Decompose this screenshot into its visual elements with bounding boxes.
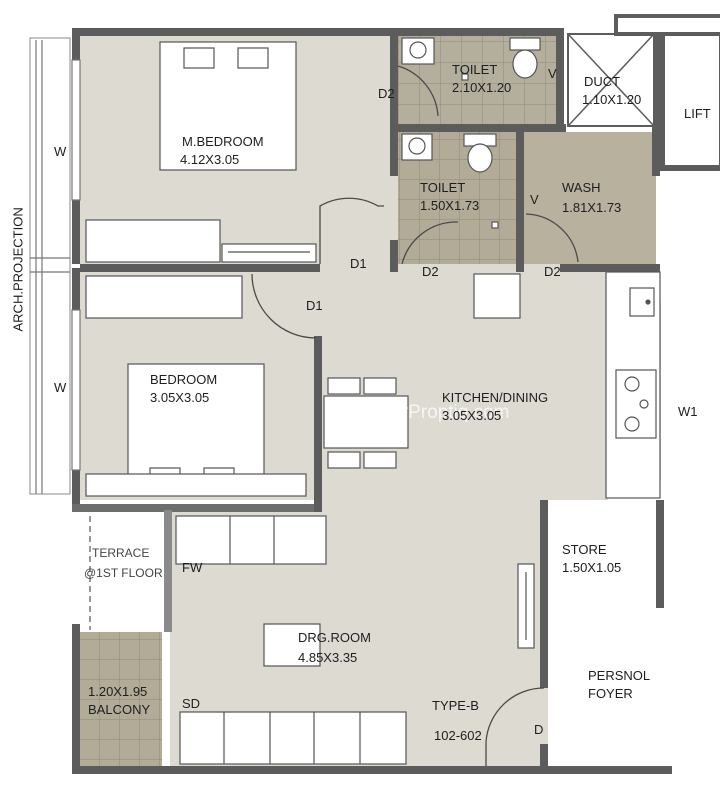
fridge xyxy=(473,273,521,319)
bed-name: BEDROOM xyxy=(150,372,218,387)
coffee-table xyxy=(263,623,321,667)
vent-label-t1: V xyxy=(548,66,557,81)
wash-size: 1.81X1.73 xyxy=(562,200,622,215)
toilet1-wc xyxy=(509,37,541,51)
window-label-mid: W xyxy=(54,380,67,395)
lift-name: LIFT xyxy=(684,106,711,121)
balcony-floor xyxy=(80,632,162,768)
mbed-dresser xyxy=(221,243,317,263)
lift-shaft xyxy=(614,14,720,171)
dining-table xyxy=(323,395,409,449)
drg-name: DRG.ROOM xyxy=(298,630,371,645)
unit-range-label: 102-602 xyxy=(434,728,482,743)
furniture xyxy=(85,37,661,765)
drg-size: 4.85X3.35 xyxy=(298,650,358,665)
door-label-d2-wash: D2 xyxy=(544,264,561,279)
bed-wardrobe xyxy=(85,275,243,319)
door-label-d2-t1: D2 xyxy=(378,86,395,101)
sofa-top xyxy=(175,515,327,565)
bed-size: 3.05X3.05 xyxy=(150,390,210,405)
kitchen-name: KITCHEN/DINING xyxy=(442,390,549,405)
door-label-d1-bed: D1 xyxy=(306,298,323,313)
door-d1-bed xyxy=(251,273,317,339)
vent-label-wash: V xyxy=(530,192,539,207)
fw-label: FW xyxy=(182,560,203,575)
foyer-line2: FOYER xyxy=(588,686,633,701)
kitchen-size: 3.05X3.05 xyxy=(442,408,502,423)
arch-projection-label: ARCH.PROJECTION xyxy=(10,207,26,332)
store-floor xyxy=(546,504,660,584)
door-label-d2-t2: D2 xyxy=(422,264,439,279)
mbed-wardrobe xyxy=(85,219,221,263)
wash-name: WASH xyxy=(562,180,601,195)
duct-size: 1.10X1.20 xyxy=(582,92,642,107)
store-size: 1.50X1.05 xyxy=(562,560,622,575)
store-name: STORE xyxy=(562,542,607,557)
terrace-line2: @1ST FLOOR xyxy=(84,566,163,580)
main-door xyxy=(485,687,545,766)
door-d2-toilet1 xyxy=(397,65,439,117)
mbed-bed xyxy=(159,41,297,171)
sd-label: SD xyxy=(182,696,201,711)
foyer-line1: PERSNOL xyxy=(588,668,651,683)
door-d1-mbed xyxy=(319,197,384,264)
balcony-name: BALCONY xyxy=(88,702,151,717)
door-d2-toilet2 xyxy=(401,221,459,265)
doors xyxy=(251,65,579,766)
watermark: easyProptiq.com xyxy=(368,402,510,423)
toilet1-name: TOILET xyxy=(452,62,498,77)
terrace-line1: TERRACE xyxy=(92,546,150,560)
balcony-size: 1.20X1.95 xyxy=(88,684,148,699)
mbed-name: M.BEDROOM xyxy=(182,134,264,149)
sofa-bottom xyxy=(179,711,407,765)
door-label-d1-mbed: D1 xyxy=(350,256,367,271)
wash-floor xyxy=(522,132,656,264)
window-label-top: W xyxy=(54,144,67,159)
mbed-size: 4.12X3.05 xyxy=(180,152,240,167)
duct-name: DUCT xyxy=(584,74,621,89)
type-label: TYPE-B xyxy=(432,698,479,713)
arch-projection-strip xyxy=(29,37,71,495)
toilet2-size: 1.50X1.73 xyxy=(420,198,480,213)
toilet1-size: 2.10X1.20 xyxy=(452,80,512,95)
window-label-kitchen: W1 xyxy=(678,404,698,419)
duct-shaft xyxy=(567,33,655,127)
main-door-label: D xyxy=(534,722,544,737)
toilet2-name: TOILET xyxy=(420,180,466,195)
door-d2-wash xyxy=(525,213,579,263)
